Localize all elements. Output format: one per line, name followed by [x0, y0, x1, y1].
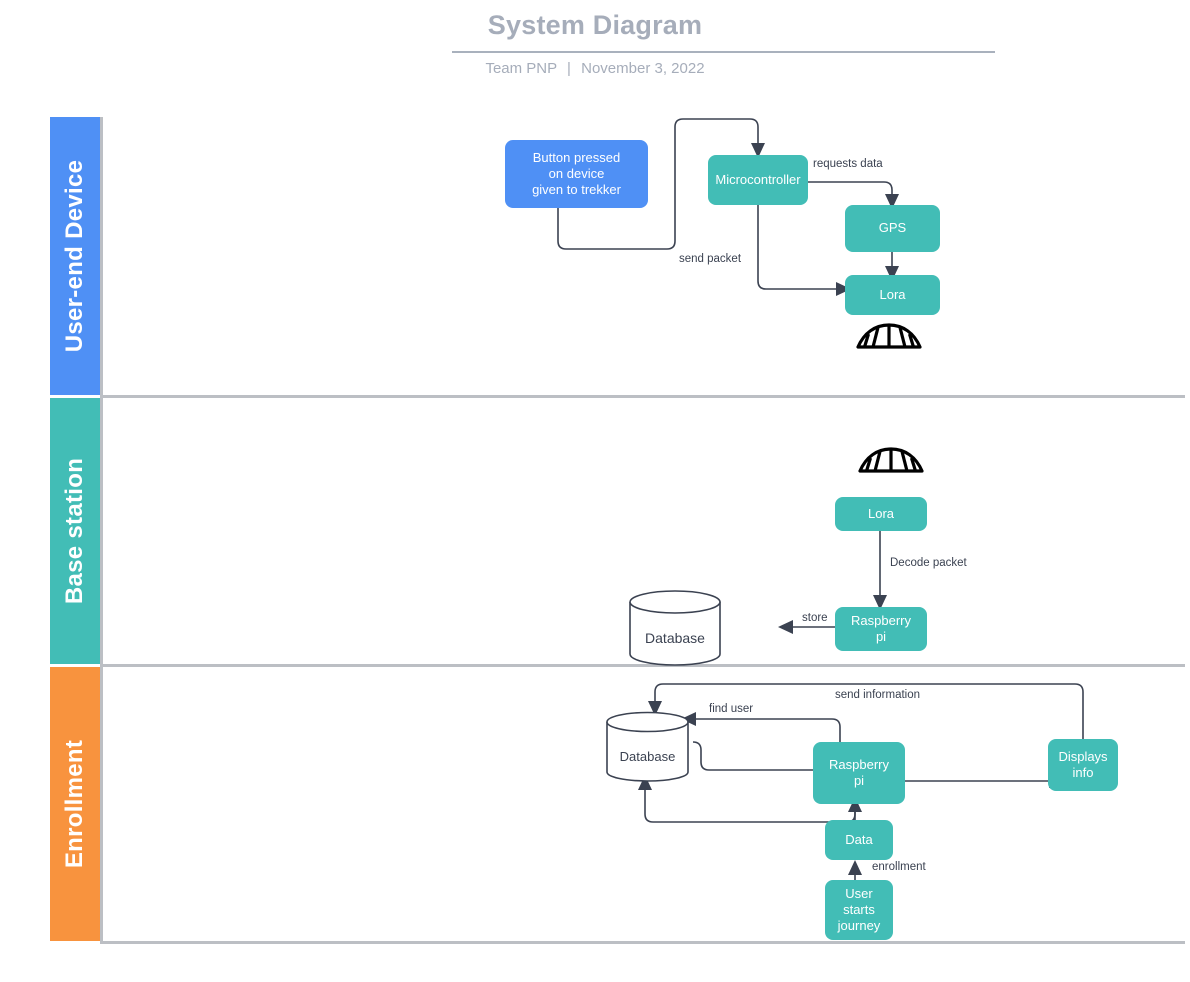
- antenna-icon-device: [851, 315, 927, 363]
- raspberry-pi-base-line1: Raspberry: [851, 612, 911, 628]
- node-microcontroller[interactable]: Microcontroller: [708, 155, 808, 205]
- raspberry-pi-enroll-label: Raspberry pi: [829, 757, 889, 790]
- page-title: System Diagram: [487, 10, 703, 40]
- displays-info-line2: info: [1072, 765, 1094, 780]
- edge-label-store: store: [802, 612, 828, 624]
- lane-base-station: Base station: [50, 398, 1185, 664]
- database-base-shape: [629, 590, 721, 666]
- lane-divider-3: [100, 941, 1185, 944]
- antenna-icon-device-svg: [856, 323, 922, 349]
- node-displays-info[interactable]: Displays info: [1048, 739, 1118, 791]
- edge-label-send-packet: send packet: [679, 253, 742, 265]
- button-pressed-line2: on device: [548, 165, 605, 181]
- data-label: Data: [845, 831, 873, 847]
- lane-header-user-end-device: User-end Device: [50, 117, 100, 395]
- lora-base-label: Lora: [867, 505, 895, 521]
- user-starts-line1: User: [845, 885, 873, 901]
- lane-divider-2: [100, 664, 1185, 667]
- subtitle-team: Team PNP: [485, 60, 557, 77]
- node-raspberry-pi-base[interactable]: Raspberry pi: [835, 607, 927, 651]
- lane-enrollment: Enrollment: [50, 667, 1185, 941]
- node-data[interactable]: Data: [825, 820, 893, 860]
- edge-label-decode-packet: Decode packet: [890, 557, 967, 569]
- user-starts-line3: journey: [837, 918, 881, 934]
- antenna-icon-base-svg: [858, 447, 924, 473]
- swimlane-container: User-end Device Base station Enrollment: [50, 117, 1185, 944]
- antenna-icon-base: [853, 439, 929, 487]
- node-lora-device[interactable]: Lora: [845, 275, 940, 315]
- lane-body-enrollment: [100, 667, 1185, 941]
- title-divider: [452, 51, 995, 53]
- diagram-header: System Diagram Team PNP | November 3, 20…: [0, 0, 1190, 100]
- edge-label-enrollment: enrollment: [872, 861, 926, 873]
- node-user-starts-journey[interactable]: User starts journey: [825, 880, 893, 940]
- edge-label-requests-data: requests data: [813, 158, 883, 170]
- node-database-enroll[interactable]: Database: [605, 711, 690, 783]
- edge-label-find-user: find user: [709, 703, 754, 715]
- node-gps[interactable]: GPS: [845, 205, 940, 252]
- edge-label-send-information: send information: [835, 689, 921, 701]
- raspberry-pi-enroll-line1: Raspberry: [829, 756, 889, 772]
- lane-divider-1: [100, 395, 1185, 398]
- microcontroller-label: Microcontroller: [715, 171, 801, 187]
- subtitle-separator: |: [567, 60, 571, 77]
- raspberry-pi-base-line2: pi: [875, 629, 887, 644]
- lane-label-base-station: Base station: [61, 457, 88, 605]
- lane-label-user-end-device: User-end Device: [61, 159, 88, 353]
- node-button-pressed[interactable]: Button pressed on device given to trekke…: [505, 140, 648, 208]
- node-database-base[interactable]: Database: [628, 589, 722, 667]
- subtitle-date: November 3, 2022: [581, 60, 705, 77]
- gps-label: GPS: [878, 220, 907, 236]
- lane-header-base-station: Base station: [50, 398, 100, 664]
- database-enroll-shape: [606, 711, 689, 782]
- node-button-pressed-label: Button pressed on device given to trekke…: [532, 150, 621, 199]
- displays-info-label: Displays info: [1058, 749, 1107, 782]
- user-starts-journey-label: User starts journey: [838, 886, 881, 935]
- node-raspberry-pi-enroll[interactable]: Raspberry pi: [813, 742, 905, 804]
- lane-label-enrollment: Enrollment: [61, 739, 88, 869]
- raspberry-pi-enroll-line2: pi: [853, 773, 865, 788]
- subtitle: Team PNP | November 3, 2022: [0, 60, 1190, 77]
- displays-info-line1: Displays: [1058, 748, 1108, 764]
- raspberry-pi-base-label: Raspberry pi: [851, 613, 911, 646]
- node-lora-base[interactable]: Lora: [835, 497, 927, 531]
- lora-device-label: Lora: [879, 286, 906, 302]
- lane-header-enrollment: Enrollment: [50, 667, 100, 941]
- user-starts-line2: starts: [843, 901, 875, 917]
- button-pressed-line3: given to trekker: [532, 182, 621, 198]
- button-pressed-line1: Button pressed: [532, 149, 621, 165]
